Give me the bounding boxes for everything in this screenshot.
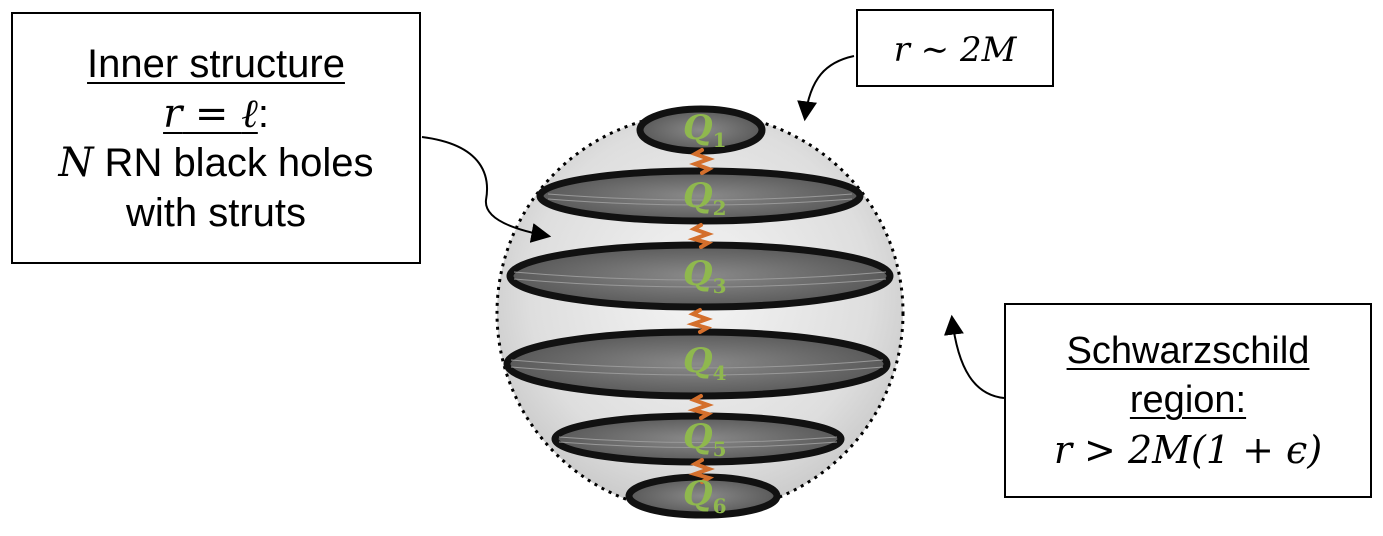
disc-2 (536, 167, 864, 225)
inner-structure-count: N RN black holes (13, 139, 419, 189)
arrow-to-horizon (797, 55, 855, 122)
schwarzschild-title: Schwarzschild (1066, 330, 1310, 372)
strut-4-5 (687, 394, 714, 420)
charge-label-4: Q4 (683, 341, 727, 385)
radius-colon: : (257, 91, 269, 136)
ell-symbol: ℓ (241, 90, 258, 137)
rn-black-holes-text: RN black holes (93, 141, 374, 186)
region-title: region: (1129, 379, 1247, 422)
strut-1-2 (689, 148, 715, 175)
inner-structure-title: Inner structure (87, 42, 345, 86)
horizon-radius-box: r ∼ 2M (856, 9, 1054, 87)
inner-structure-radius: r = ℓ: (13, 90, 419, 140)
charge-label-6: Q6 (683, 474, 727, 518)
disc-3 (506, 241, 894, 311)
inner-structure-box: Inner structure r = ℓ: N RN black holes … (11, 12, 421, 264)
charge-label-5: Q5 (683, 417, 727, 461)
schwarzschild-region-box: Schwarzschild region: r > 2M(1 + ϵ) (1004, 303, 1372, 498)
horizon-radius-label: r ∼ 2M (893, 30, 1017, 70)
schwarzschild-condition: r > 2M(1 + ϵ) (1053, 427, 1323, 472)
charge-label-1: Q1 (683, 108, 727, 152)
n-variable: N (58, 140, 94, 187)
radius-variable: r (163, 90, 183, 137)
strut-2-3 (687, 223, 714, 249)
inner-structure-struts: with struts (125, 190, 307, 235)
charge-label-2: Q2 (683, 176, 727, 220)
arrow-to-inner-structure (421, 136, 552, 243)
equals-sign: = (182, 90, 242, 137)
arrow-to-schwarzschild (943, 314, 1005, 399)
strut-3-4 (686, 308, 713, 334)
charge-label-3: Q3 (683, 254, 727, 298)
strut-5-6 (688, 458, 715, 484)
